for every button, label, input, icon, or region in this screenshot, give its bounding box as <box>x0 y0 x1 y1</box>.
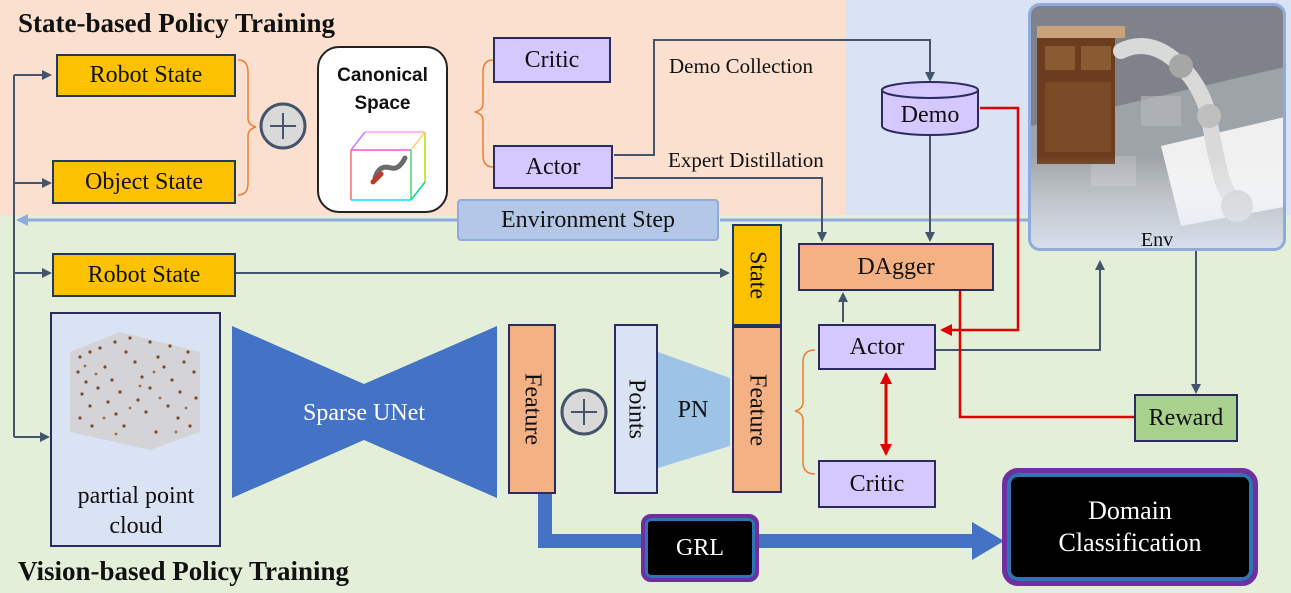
expert-distillation-label: Expert Distillation <box>668 148 824 172</box>
domain-classification-box: Domain Classification <box>1002 468 1258 586</box>
demo-label: Demo <box>900 101 960 128</box>
state-actor-box: Actor <box>493 145 613 189</box>
dagger-box: DAgger <box>798 243 994 291</box>
reward-box: Reward <box>1134 394 1238 442</box>
partial-point-cloud-box: partial point cloud <box>50 312 221 547</box>
sparse-unet-label: Sparse UNet <box>303 399 425 426</box>
database-icon <box>881 81 979 136</box>
canonical-cube-icon <box>349 131 426 201</box>
pn-label: PN <box>677 396 709 423</box>
vision-critic-box: Critic <box>818 460 936 508</box>
robot-scene-image <box>1031 6 1283 248</box>
demo-database: Demo <box>880 80 980 136</box>
vision-section-title: Vision-based Policy Training <box>18 556 350 586</box>
state-robot-state-box: Robot State <box>56 54 236 97</box>
feature-right-box: Feature <box>732 326 782 493</box>
points-box: Points <box>614 324 658 494</box>
env-label: Env <box>1140 228 1174 251</box>
vision-actor-box: Actor <box>818 324 936 370</box>
object-state-box: Object State <box>52 160 236 204</box>
feature-left-box: Feature <box>508 324 556 494</box>
canonical-space-label: Canonical Space <box>337 65 428 114</box>
vision-robot-state-box: Robot State <box>52 253 236 297</box>
demo-collection-label: Demo Collection <box>669 54 814 78</box>
canonical-space-box: Canonical Space <box>317 46 448 213</box>
partial-point-cloud-label: partial point cloud <box>77 483 195 539</box>
state-section-title: State-based Policy Training <box>18 8 336 38</box>
point-cloud-icon <box>70 332 200 450</box>
env-panel: Env <box>1028 3 1286 251</box>
grl-box: GRL <box>641 514 759 582</box>
environment-step-bar: Environment Step <box>457 199 719 241</box>
state-critic-box: Critic <box>493 37 611 83</box>
state-box: State <box>732 224 782 326</box>
